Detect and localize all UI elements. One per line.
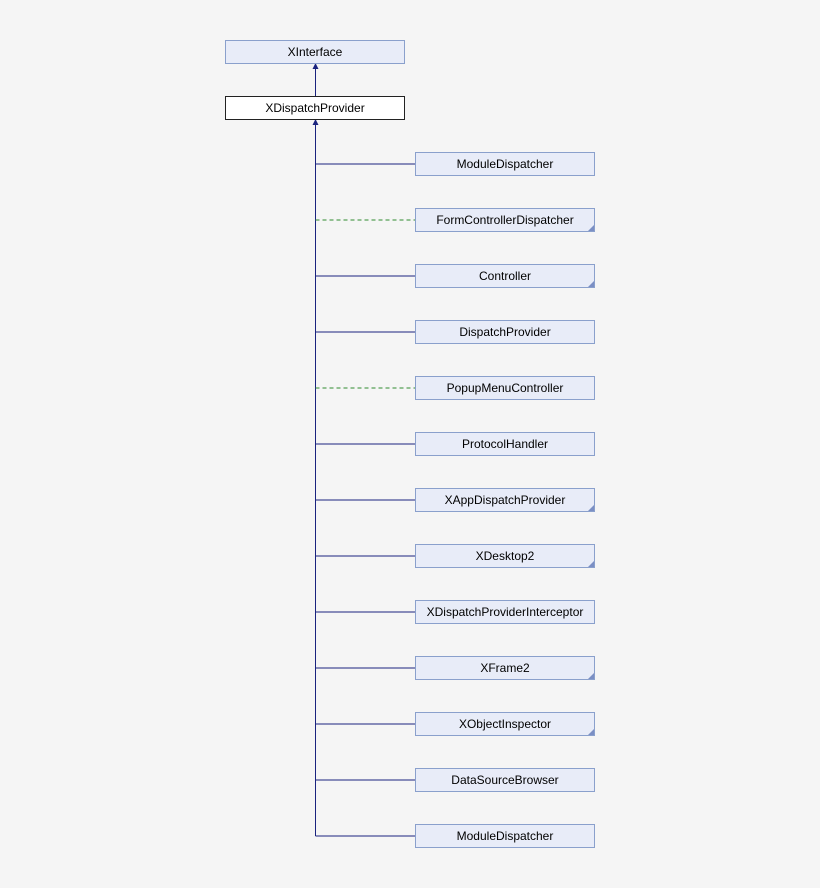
class-node-xdispatchprovider: XDispatchProvider bbox=[225, 96, 405, 120]
class-node-xappdispatchprovider[interactable]: XAppDispatchProvider bbox=[415, 488, 595, 512]
class-node-xdispatchproviderinterceptor[interactable]: XDispatchProviderInterceptor bbox=[415, 600, 595, 624]
truncated-marker-icon bbox=[588, 281, 594, 287]
class-node-xobjectinspector[interactable]: XObjectInspector bbox=[415, 712, 595, 736]
current-arrowhead bbox=[312, 119, 319, 125]
truncated-marker-icon bbox=[588, 505, 594, 511]
class-node-moduledispatcher[interactable]: ModuleDispatcher bbox=[415, 824, 595, 848]
class-node-xinterface[interactable]: XInterface bbox=[225, 40, 405, 64]
class-node-formcontrollerdispatcher[interactable]: FormControllerDispatcher bbox=[415, 208, 595, 232]
class-node-controller[interactable]: Controller bbox=[415, 264, 595, 288]
class-node-moduledispatcher[interactable]: ModuleDispatcher bbox=[415, 152, 595, 176]
root-arrowhead bbox=[312, 63, 319, 69]
class-node-dispatchprovider[interactable]: DispatchProvider bbox=[415, 320, 595, 344]
class-node-protocolhandler[interactable]: ProtocolHandler bbox=[415, 432, 595, 456]
truncated-marker-icon bbox=[588, 561, 594, 567]
truncated-marker-icon bbox=[588, 673, 594, 679]
truncated-marker-icon bbox=[588, 729, 594, 735]
truncated-marker-icon bbox=[588, 225, 594, 231]
class-node-datasourcebrowser[interactable]: DataSourceBrowser bbox=[415, 768, 595, 792]
class-node-popupmenucontroller[interactable]: PopupMenuController bbox=[415, 376, 595, 400]
class-node-xframe2[interactable]: XFrame2 bbox=[415, 656, 595, 680]
class-node-xdesktop2[interactable]: XDesktop2 bbox=[415, 544, 595, 568]
